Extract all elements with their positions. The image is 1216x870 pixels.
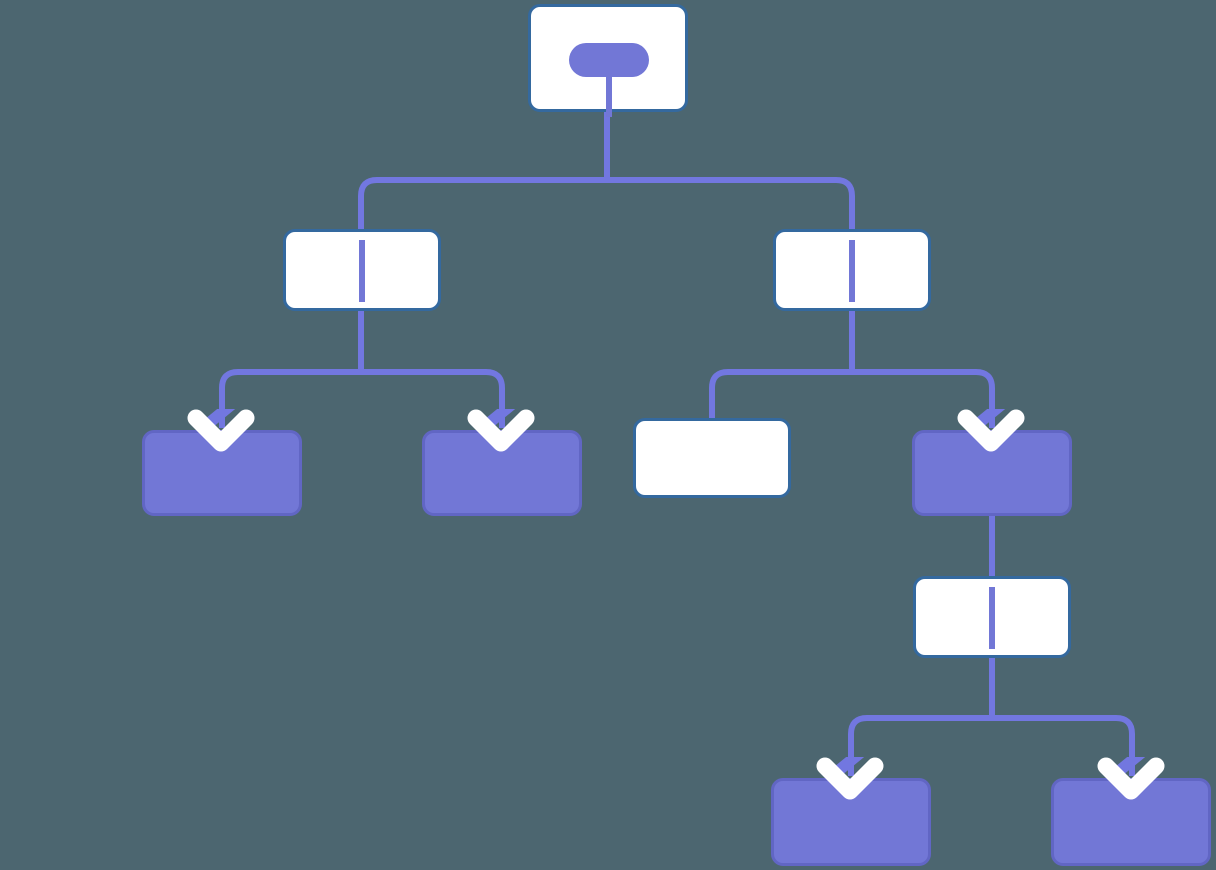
level2-node-3[interactable] xyxy=(633,418,791,498)
edge-level1right-to-node4 xyxy=(852,369,992,428)
edge-root-to-level1-right xyxy=(607,177,855,232)
level3-node[interactable] xyxy=(913,576,1071,658)
root-inner-pill xyxy=(569,43,649,77)
level4-node-2[interactable] xyxy=(1051,778,1211,866)
edge-level1left-to-node1 xyxy=(222,369,361,428)
level1-right-node[interactable] xyxy=(773,229,931,311)
level2-node-1[interactable] xyxy=(142,430,302,516)
level1-right-inner-line xyxy=(849,240,855,302)
level1-left-node[interactable] xyxy=(283,229,441,311)
edge-level1right-to-node3 xyxy=(709,369,852,420)
edge-root-to-level1-left xyxy=(358,177,607,232)
level2-node-2[interactable] xyxy=(422,430,582,516)
edge-level3-to-node6 xyxy=(992,715,1132,776)
level4-node-1[interactable] xyxy=(771,778,931,866)
root-node[interactable] xyxy=(528,4,688,117)
edge-level3-to-node5 xyxy=(851,715,992,776)
level1-left-inner-line xyxy=(359,240,365,302)
level3-inner-line xyxy=(989,587,995,649)
level2-node-4[interactable] xyxy=(912,430,1072,516)
edge-level1left-to-node2 xyxy=(361,369,502,428)
root-inner-line xyxy=(606,73,612,117)
